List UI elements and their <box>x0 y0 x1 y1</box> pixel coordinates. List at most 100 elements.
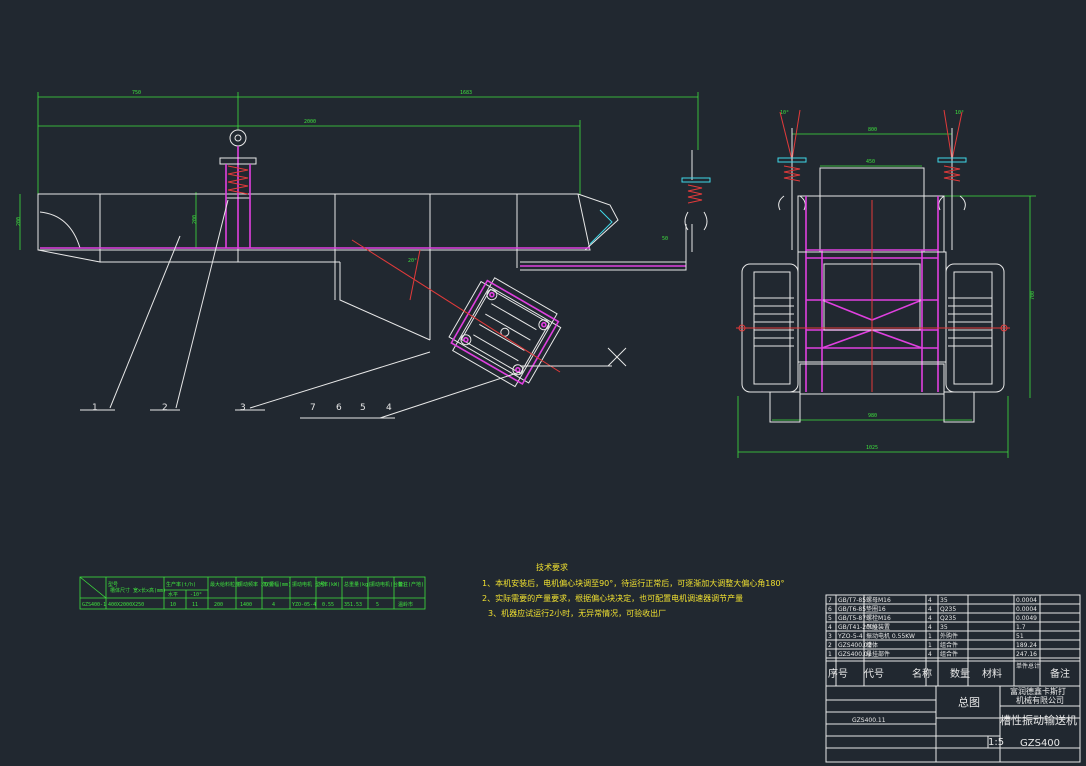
front-view: 750 1683 2000 200 200 50 20° <box>16 90 711 419</box>
side-view: 800 450 10° 10° 700 980 1025 <box>736 109 1036 458</box>
scale: 1:5 <box>988 737 1004 748</box>
spec-h-3: 最大给料粒度 <box>210 581 240 588</box>
bom-6-note: 247.16 <box>1016 651 1037 658</box>
bom-3-name: 吊挂装置 <box>866 623 890 631</box>
spec-c-5: 1400 <box>240 602 252 608</box>
spec-c-6: 4 <box>272 602 275 608</box>
notes-item-2: 2、实际需要的产量要求，根据偏心块决定，也可配置电机调速器调节产量 <box>482 593 743 603</box>
bom-h-code: 代号 <box>864 668 884 680</box>
spec-c-10: 5 <box>376 602 379 608</box>
side-dim-height: 700 <box>1030 291 1036 300</box>
spec-h-10: 备注(产地) <box>398 581 424 588</box>
spec-h-5: 双振幅(mm) <box>264 581 291 588</box>
bom-0-name: 螺母M16 <box>866 596 891 604</box>
bom-1-qty: 4 <box>928 606 932 613</box>
dim-2000: 2000 <box>304 119 316 125</box>
bom-0-code: GB/T7-85 <box>838 597 866 604</box>
bom-2-note: 0.0049 <box>1016 615 1037 622</box>
spec-c-1: 400X2000X250 <box>108 602 144 608</box>
bom-h-name: 名称 <box>912 667 932 680</box>
spec-sub-0: 水平 <box>168 591 178 598</box>
spec-h-4: 振动频率 次/分 <box>238 581 274 588</box>
bom-6-mat: 组合件 <box>940 650 958 658</box>
bom-5-mat: 组合件 <box>940 641 958 649</box>
side-dim-bottom2: 1025 <box>866 445 878 451</box>
bom-5-name: 槽体 <box>866 641 878 649</box>
bom-0-mat: 35 <box>940 597 948 604</box>
bom-1-code: GB/T6-85 <box>838 606 866 613</box>
bom-5-code: GZS400.02 <box>838 642 872 649</box>
spec-c-11: 温岭市 <box>398 601 413 608</box>
bom-1-no: 6 <box>828 606 832 613</box>
side-dim-bottom1: 980 <box>868 413 877 419</box>
company-line1: 富润德鑫卡斯打 <box>1010 686 1066 696</box>
bom-4-no: 3 <box>828 633 832 640</box>
bom-5-qty: 1 <box>928 642 932 649</box>
bom-4-code: YZO-5-4 <box>837 633 863 640</box>
bom-0-no: 7 <box>828 597 832 604</box>
balloon-6: 6 <box>336 403 342 413</box>
side-angle-left: 10° <box>780 110 789 116</box>
bom-5-note: 189.24 <box>1016 642 1037 649</box>
bom-1-mat: Q235 <box>940 606 956 613</box>
spec-sub-1: -10° <box>190 592 202 598</box>
bom-6-no: 1 <box>828 651 832 658</box>
bom-3-note: 1.7 <box>1016 624 1026 631</box>
bom-1-name: 垫圈16 <box>866 605 886 613</box>
bom-table: 7 GB/T7-85 螺母M16 4 35 0.0004 6 GB/T6-85 … <box>825 594 1081 686</box>
product-name: 槽性振动输送机 <box>1000 713 1077 727</box>
bom-0-note: 0.0004 <box>1016 597 1037 604</box>
spec-h-8: 总重量(kg) <box>344 581 371 588</box>
notes-item-3: 3、机器应试运行2小时，无异常情况，可验收出厂 <box>488 608 666 618</box>
dim-angle: 20° <box>408 258 417 264</box>
spec-c-0: GZS400-1 <box>82 602 106 608</box>
balloon-5: 5 <box>360 403 366 413</box>
bom-3-code: GB/T41-2000 <box>838 624 878 631</box>
spec-table: 型号 槽体尺寸 宽x长x高(mm) 生产率(t/h) 最大给料粒度 振动频率 次… <box>79 576 426 610</box>
spec-h-9: 振动电机(台数) <box>370 581 406 588</box>
bom-h-unit: 单件 <box>1016 662 1028 670</box>
bom-3-mat: 35 <box>940 624 948 631</box>
bom-4-mat: 外购件 <box>940 632 958 640</box>
bom-2-qty: 4 <box>928 615 932 622</box>
balloon-7: 7 <box>310 403 316 413</box>
spec-h-2: 生产率(t/h) <box>166 581 196 588</box>
bom-h-mat: 材料 <box>982 667 1002 680</box>
spec-c-2: 10 <box>170 602 176 608</box>
side-angle-right: 10° <box>955 110 964 116</box>
side-dim-top2: 450 <box>866 159 875 165</box>
spec-c-9: 351.53 <box>344 602 362 608</box>
balloon-2: 2 <box>162 403 168 413</box>
doc-number: GZS400.11 <box>852 717 886 724</box>
spec-c-4: 200 <box>214 602 223 608</box>
side-dim-top1: 800 <box>868 127 877 133</box>
balloon-3: 3 <box>240 403 246 413</box>
bom-h-note: 备注 <box>1050 667 1070 680</box>
bom-6-qty: 4 <box>928 651 932 658</box>
dim-750: 750 <box>132 90 141 96</box>
spec-h-1: 槽体尺寸 宽x长x高(mm) <box>110 587 166 594</box>
spec-c-8: 0.55 <box>322 602 334 608</box>
bom-1-note: 0.0004 <box>1016 606 1037 613</box>
balloon-4: 4 <box>386 403 392 413</box>
technical-notes: 技术要求 1、本机安装后，电机偏心块调至90°，待运行正常后，可逐渐加大调整大偏… <box>482 562 785 618</box>
bom-h-total: 总计 <box>1028 662 1040 670</box>
drawing-code: GZS400 <box>1020 738 1060 749</box>
drawing-name: 总图 <box>958 695 980 709</box>
company-line2: 机械有限公司 <box>1016 695 1064 705</box>
bom-6-code: GZS400.01 <box>838 651 872 658</box>
bom-3-qty: 4 <box>928 624 932 631</box>
dim-50: 50 <box>662 236 668 242</box>
bom-2-no: 5 <box>828 615 832 622</box>
bom-2-name: 螺栓M16 <box>866 614 891 622</box>
bom-2-code: GB/T5-87 <box>838 615 866 622</box>
spec-h-6: 振动电机 型号 <box>292 581 325 588</box>
notes-item-1: 1、本机安装后，电机偏心块调至90°，待运行正常后，可逐渐加大调整大偏心角180… <box>482 578 785 588</box>
bom-4-note: 51 <box>1016 633 1024 640</box>
dim-200-left: 200 <box>16 217 22 226</box>
title-block: 总图 富润德鑫卡斯打 机械有限公司 槽性振动输送机 1:5 GZS400 GZS… <box>825 685 1081 763</box>
balloon-1: 1 <box>92 403 98 413</box>
bom-0-qty: 4 <box>928 597 932 604</box>
dim-1683: 1683 <box>460 90 472 96</box>
